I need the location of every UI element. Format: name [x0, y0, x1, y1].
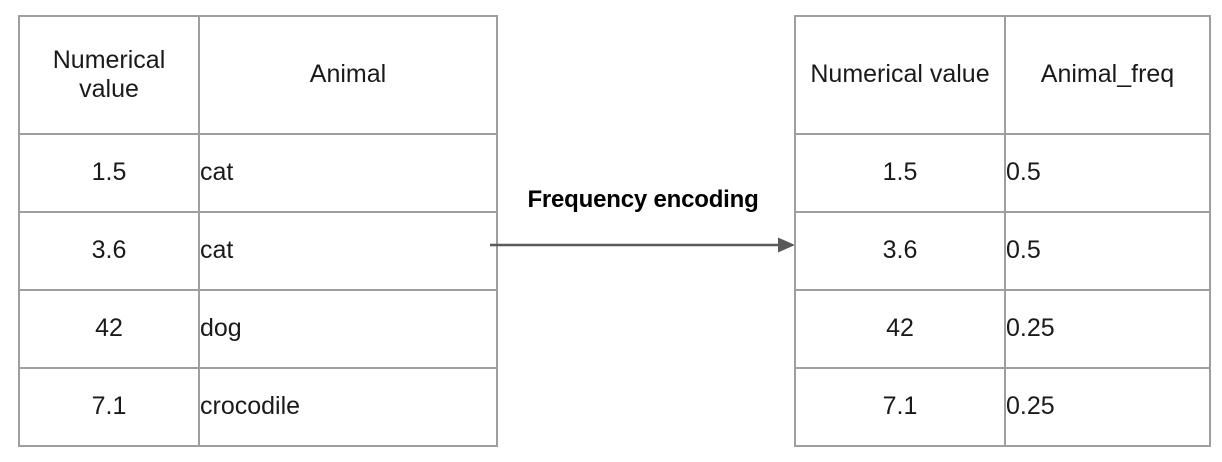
- result-cell-value-1: 1.5: [794, 133, 1006, 213]
- source-cell-value-4: 7.1: [18, 367, 200, 447]
- source-cell-value-3: 42: [18, 289, 200, 369]
- table-row: 7.1 crocodile: [18, 367, 498, 447]
- arrow-label: Frequency encoding: [527, 186, 759, 213]
- source-cell-animal-3: dog: [198, 289, 498, 369]
- table-row: 3.6 0.5: [794, 211, 1211, 291]
- result-cell-value-2: 3.6: [794, 211, 1006, 291]
- result-cell-value-3: 42: [794, 289, 1006, 369]
- table-row: 3.6 cat: [18, 211, 498, 291]
- result-cell-freq-3: 0.25: [1004, 289, 1211, 369]
- result-cell-freq-2: 0.5: [1004, 211, 1211, 291]
- table-row: 7.1 0.25: [794, 367, 1211, 447]
- result-cell-value-4: 7.1: [794, 367, 1006, 447]
- table-row: 42 dog: [18, 289, 498, 369]
- table-row: 42 0.25: [794, 289, 1211, 369]
- source-table: Numerical value Animal 1.5 cat 3.6 cat 4…: [18, 15, 498, 447]
- result-cell-freq-4: 0.25: [1004, 367, 1211, 447]
- source-cell-animal-1: cat: [198, 133, 498, 213]
- table-row: 1.5 0.5: [794, 133, 1211, 213]
- table-row: 1.5 cat: [18, 133, 498, 213]
- source-cell-animal-4: crocodile: [198, 367, 498, 447]
- result-cell-freq-1: 0.5: [1004, 133, 1211, 213]
- transformation-arrow-group: Frequency encoding: [488, 186, 798, 266]
- source-header-animal: Animal: [198, 15, 498, 135]
- source-cell-value-2: 3.6: [18, 211, 200, 291]
- result-header-animal-freq: Animal_freq: [1004, 15, 1211, 135]
- result-table: Numerical value Animal_freq 1.5 0.5 3.6 …: [794, 15, 1211, 447]
- table-header-row: Numerical value Animal_freq: [794, 15, 1211, 135]
- result-header-numerical-value: Numerical value: [794, 15, 1006, 135]
- source-cell-value-1: 1.5: [18, 133, 200, 213]
- table-header-row: Numerical value Animal: [18, 15, 498, 135]
- arrow-right-icon: [490, 237, 795, 253]
- source-header-numerical-value: Numerical value: [18, 15, 200, 135]
- source-cell-animal-2: cat: [198, 211, 498, 291]
